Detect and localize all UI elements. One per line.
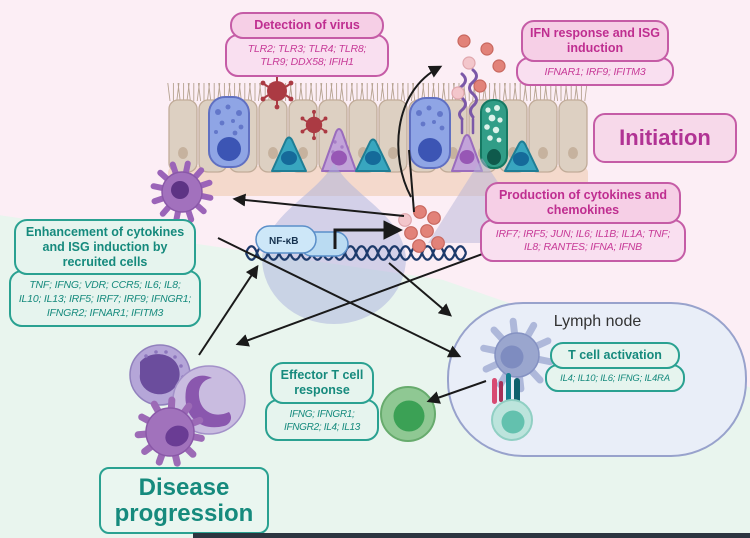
effector-box: Effector T cell response IFNG; IFNGR1; I… — [265, 362, 379, 441]
goblet-cell-blue — [208, 96, 250, 168]
lymph-node-label: Lymph node — [553, 313, 642, 330]
secretion-line — [408, 149, 415, 213]
goblet-cell-green — [480, 99, 508, 169]
arrow-to-effector-tcell — [426, 380, 487, 404]
dendritic-cell-icon — [480, 317, 554, 393]
enhancement-title: Enhancement of cytokines and ISG inducti… — [14, 219, 196, 276]
tcell-activation-title: T cell activation — [550, 342, 680, 369]
disease-progression-label: Disease progression — [99, 467, 269, 534]
goblet-cell-blue — [409, 97, 451, 169]
nfkb-label: NF-κB — [269, 236, 298, 247]
production-genes: IRF7; IRF5; JUN; IL6; IL1B; IL1A; TNF; I… — [480, 218, 686, 262]
effector-title: Effector T cell response — [270, 362, 374, 404]
macrophage-icon — [134, 396, 205, 467]
figure-bottom-border — [193, 533, 750, 538]
enhancement-genes: TNF; IFNG; VDR; CCR5; IL6; IL8; IL10; IL… — [9, 270, 201, 328]
epithelial-cell-purple — [451, 134, 483, 172]
pathway-arrows — [198, 65, 497, 404]
epithelial-cell-teal — [271, 136, 307, 172]
enhancement-box: Enhancement of cytokines and ISG inducti… — [9, 219, 201, 328]
arrow-dna-to-lymphnode — [388, 262, 452, 317]
production-box: Production of cytokines and chemokines I… — [480, 182, 686, 262]
granulocyte-icon — [129, 344, 191, 406]
ifn-response-title: IFN response and ISG induction — [521, 20, 669, 62]
epithelial-cell-teal — [355, 138, 391, 172]
ifn-response-box: IFN response and ISG induction IFNAR1; I… — [516, 20, 674, 87]
arrow-cells-to-dna — [198, 264, 259, 356]
detection-genes: TLR2; TLR3; TLR4; TLR8; TLR9; DDX58; IFI… — [225, 33, 389, 78]
detection-of-virus-box: Detection of virus TLR2; TLR3; TLR4; TLR… — [225, 12, 389, 78]
epithelial-cell-purple — [321, 128, 357, 172]
t-cell-icon — [491, 399, 533, 441]
effector-genes: IFNG; IFNGR1; IFNGR2; IL4; IL13 — [265, 398, 379, 441]
arrow-transcription — [333, 220, 403, 249]
arrow-ifn-feedback — [397, 65, 443, 198]
tcr-receptor-bars — [492, 373, 520, 407]
cytokine-dots — [398, 34, 506, 253]
production-title: Production of cytokines and chemokines — [485, 182, 681, 224]
initiation-label: Initiation — [593, 113, 737, 163]
tcell-activation-box: T cell activation IL4; IL10; IL6; IFNG; … — [545, 342, 685, 393]
arrow-recruit-macrophage — [232, 193, 405, 217]
arrow-macrophage-to-lymphnode — [217, 237, 462, 358]
epithelial-cell-teal — [504, 140, 539, 172]
macrophage-icon — [150, 160, 214, 224]
detection-title: Detection of virus — [230, 12, 384, 39]
arrow-cytokines-to-cells — [235, 248, 497, 347]
effector-t-cell-icon — [380, 386, 436, 442]
